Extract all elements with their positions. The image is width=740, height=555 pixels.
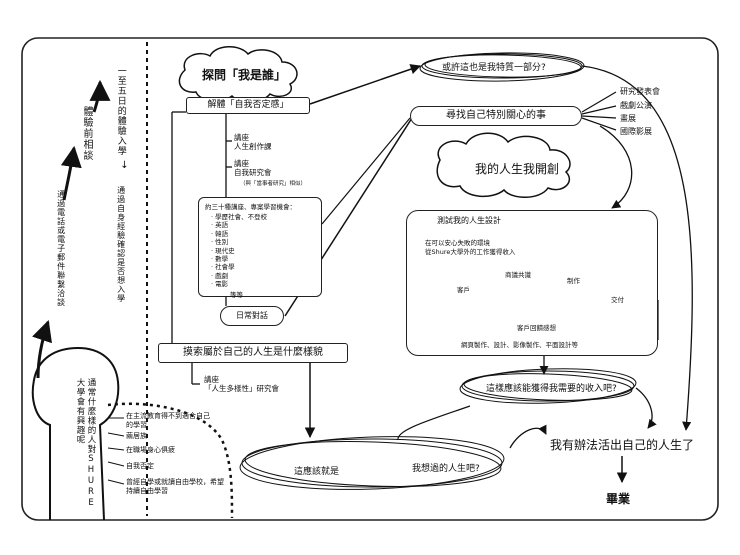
- courses-title: 約三十種講座、專案學習機會：: [205, 203, 296, 211]
- trait-item: 曾經自學或就讀自由學校，希望持續自由學習: [126, 478, 224, 495]
- timeline-arrow-top: [89, 79, 111, 113]
- course-item: 現代史: [211, 247, 315, 255]
- test-design-box: 測試我的人生設計 在可以安心失敗的環境 從Shure大學外的工作獲得收入 客戶 …: [406, 210, 658, 356]
- find-interest-box: 尋找自己特別關心的事: [410, 106, 582, 126]
- cloud-my-life: [436, 132, 571, 198]
- interest-item: 研究發表會: [620, 87, 660, 96]
- wanted-life-text: 我想過的人生吧?: [412, 464, 480, 474]
- find-interest-label: 尋找自己特別關心的事: [446, 110, 546, 121]
- graduate-text: 畢業: [606, 492, 631, 506]
- test-design-desc: 在可以安心失敗的環境 從Shure大學外的工作獲得收入: [425, 239, 516, 256]
- interest-item: 戲劇公演: [620, 101, 652, 110]
- trait-item: 自我否定: [126, 462, 154, 470]
- interest-item: 畫展: [620, 114, 636, 123]
- course-item: 電影: [211, 280, 315, 288]
- person-silhouette: [31, 346, 120, 521]
- research-note: （與「當事者研究」相似）: [240, 181, 307, 187]
- income-question-text: 這樣應該能獲得我需要的收入吧?: [486, 384, 617, 394]
- course-item: 學歷社會、不登校: [211, 213, 315, 221]
- search-life-label: 摸索屬於自己的人生是什麼樣貌: [183, 347, 323, 358]
- lecture-writing: 講座 人生創作課: [234, 133, 272, 151]
- explore-who-title: 探問「我是誰」: [202, 68, 287, 82]
- daily-dialogue-box: 日常對話: [220, 306, 284, 326]
- timeline-arrow-bottom: [32, 320, 52, 379]
- lecture-diversity: 講座 「人生多樣性」研究會: [204, 375, 279, 393]
- timeline-bottom-left-text: 通過電話或電子郵件聯繫洽談: [56, 190, 66, 307]
- timeline-arrow-mid: [60, 145, 82, 201]
- dismantle-box: 解體「自我否定感」: [186, 97, 310, 114]
- timeline-down-arrow: ↓: [119, 160, 130, 172]
- course-item: 戲劇: [211, 272, 315, 280]
- live-myself-text: 我有辦法活出自己的人生了: [550, 438, 695, 452]
- course-item: 英語: [211, 221, 315, 229]
- cycle-make: 制作: [567, 277, 580, 285]
- cycle-discuss: 商議共識: [505, 271, 531, 279]
- daily-dialogue-label: 日常對話: [236, 311, 268, 320]
- cycle-deliver: 交付: [611, 296, 624, 304]
- ellipse-maybe-part: [419, 52, 585, 82]
- timeline-mid-text: 體驗前相談: [81, 106, 92, 161]
- should-be-text: 這應該就是: [294, 467, 340, 477]
- ellipse-income: [459, 368, 637, 404]
- search-life-box: 摸索屬於自己的人生是什麼樣貌: [158, 343, 348, 363]
- trait-item: 繭居族: [126, 432, 147, 440]
- courses-more: ……等等: [217, 290, 243, 299]
- course-item: 韓語: [211, 230, 315, 238]
- ellipse-should-be: [239, 436, 505, 490]
- dismantle-label: 解體「自我否定感」: [207, 100, 289, 110]
- person-question: 通常什麼樣的人對SHURE大學會有興趣呢: [75, 378, 96, 509]
- maybe-part-text: 或許這也是我特質一部分?: [442, 63, 546, 73]
- cycle-client: 客戶: [457, 286, 470, 294]
- timeline-bottom-right-text: 通過自身經驗確認是否想入學: [116, 186, 126, 303]
- course-item: 性別: [211, 238, 315, 246]
- trait-item: 在職場身心俱疲: [126, 446, 175, 454]
- lecture-research: 講座 自我研究會: [234, 159, 272, 177]
- cycle-work-types: 網頁製作、設計、影像製作、平面設計等: [461, 341, 578, 349]
- trait-item: 在主流教育得不到適合自己的學習: [126, 412, 210, 429]
- course-item: 社會學: [211, 263, 315, 271]
- timeline-top-text: 一至五日的體驗入學: [115, 66, 126, 156]
- courses-list: 學歷社會、不登校 英語 韓語 性別 現代史 數學 社會學 戲劇 電影: [211, 213, 315, 289]
- cycle-feedback: 客戶回饋感想: [517, 324, 556, 332]
- outer-frame: [21, 37, 719, 521]
- traits-dotted-arc: [107, 402, 234, 519]
- interest-item: 國際影展: [620, 127, 652, 136]
- course-item: 數學: [211, 255, 315, 263]
- courses-box: 約三十種講座、專案學習機會： 學歷社會、不登校 英語 韓語 性別 現代史 數學 …: [198, 197, 322, 299]
- my-life-text: 我的人生我開創: [475, 162, 560, 176]
- test-design-title: 測試我的人生設計: [437, 216, 501, 225]
